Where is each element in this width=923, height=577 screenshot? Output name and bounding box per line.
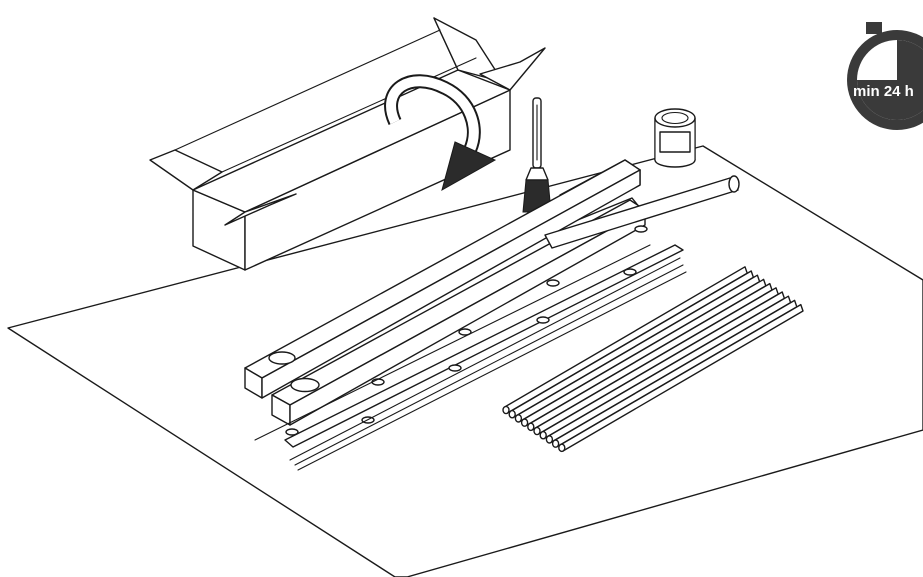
dowel-end <box>527 422 535 432</box>
dowel-end <box>558 443 566 453</box>
timer-badge: min 24 h <box>847 22 923 130</box>
dowel-end <box>551 439 560 448</box>
cardboard-box <box>149 17 546 271</box>
dowel-end <box>520 418 529 427</box>
dowel-bundle <box>502 266 804 453</box>
stopwatch-icon <box>866 22 882 34</box>
work-surface-sheet <box>7 145 923 577</box>
rotate-arrow-icon <box>384 74 497 192</box>
dowel-end <box>533 426 541 436</box>
round-pole <box>544 175 740 249</box>
dowel-end <box>545 435 554 444</box>
timer-label: min 24 h <box>853 83 914 100</box>
long-rail-1 <box>244 159 641 399</box>
dowel-end <box>508 409 516 419</box>
dowel-end <box>539 430 547 440</box>
dowel-end <box>502 405 510 415</box>
dowel-end <box>514 414 523 423</box>
paint-brush-icon <box>522 97 552 213</box>
paint-tin-icon <box>654 108 696 168</box>
thin-slats <box>254 244 687 471</box>
